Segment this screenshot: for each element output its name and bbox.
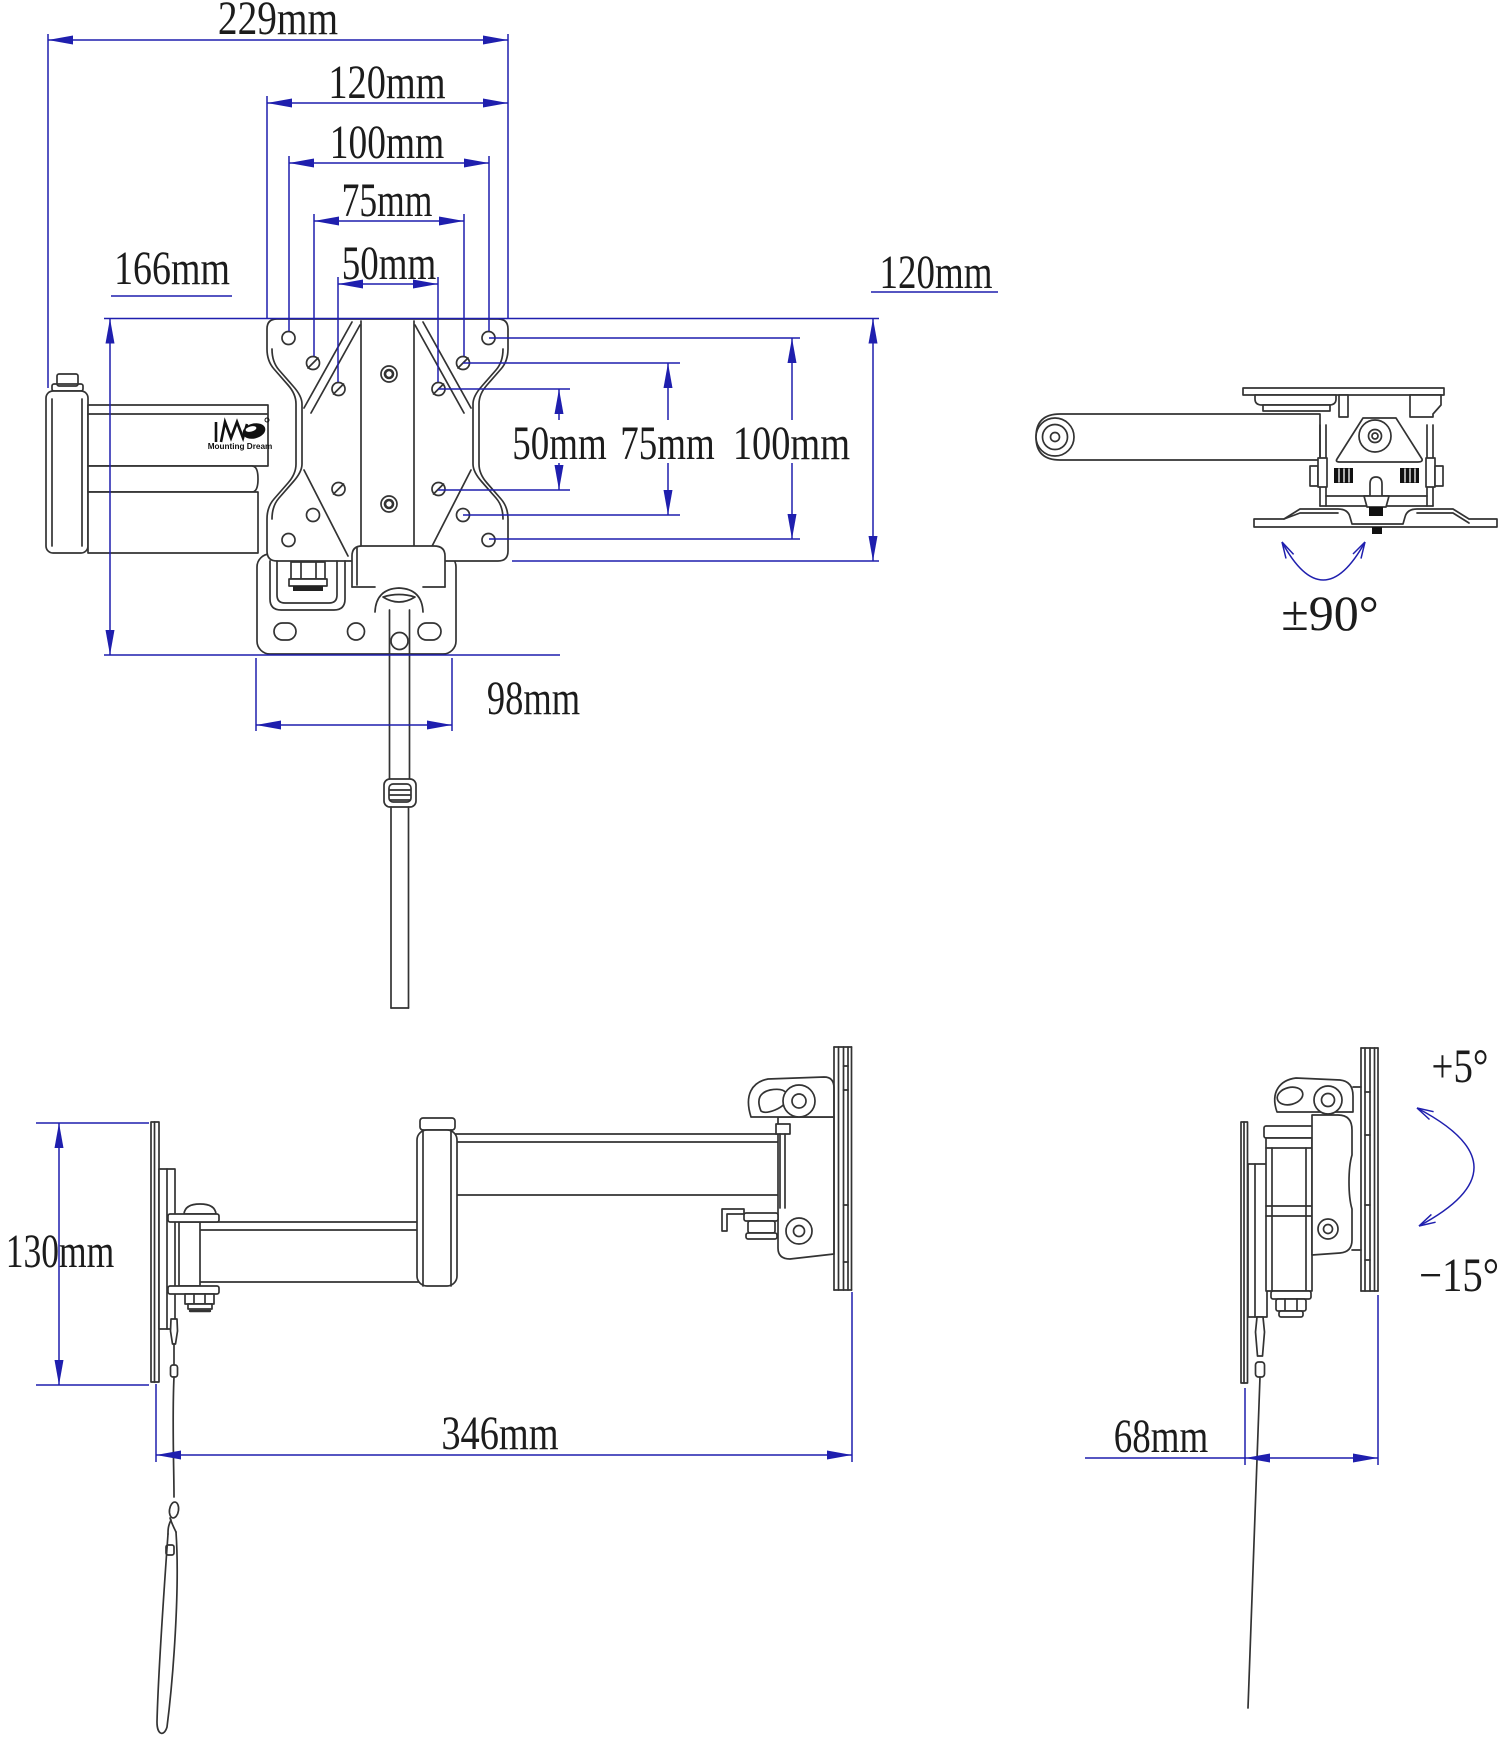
svg-text:120mm: 120mm [328,56,445,109]
svg-text:−15°: −15° [1419,1248,1499,1302]
svg-text:75mm: 75mm [342,174,433,227]
svg-text:130mm: 130mm [6,1225,115,1278]
svg-text:229mm: 229mm [218,0,338,45]
svg-text:75mm: 75mm [620,418,714,471]
svg-text:Mounting Dream: Mounting Dream [208,442,273,451]
svg-text:100mm: 100mm [330,117,444,169]
svg-text:50mm: 50mm [512,418,606,471]
svg-text:166mm: 166mm [114,242,230,295]
svg-text:68mm: 68mm [1114,1411,1208,1464]
svg-text:98mm: 98mm [487,672,580,725]
svg-text:120mm: 120mm [880,247,993,300]
svg-text:±90°: ±90° [1281,585,1378,641]
svg-text:100mm: 100mm [733,417,850,470]
svg-text:50mm: 50mm [342,238,436,291]
svg-text:346mm: 346mm [441,1407,558,1460]
svg-text:+5°: +5° [1432,1040,1489,1093]
